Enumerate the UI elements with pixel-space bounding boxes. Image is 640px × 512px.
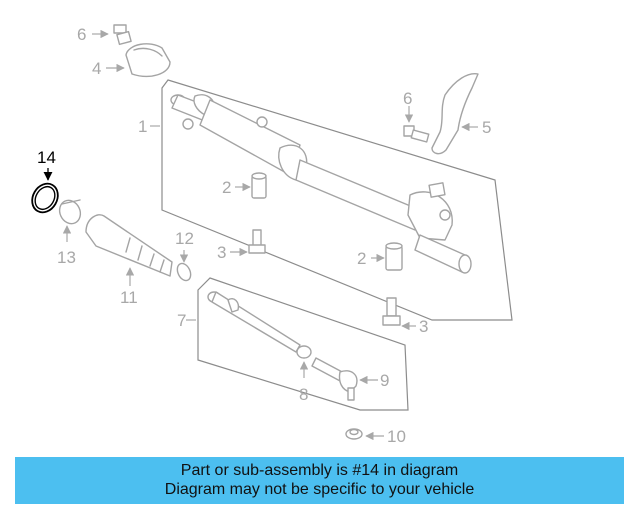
tie-rod-frame [197, 277, 409, 411]
callout-6-right: 6 [403, 89, 412, 108]
bracket-5 [431, 73, 479, 155]
callout-10: 10 [387, 427, 406, 446]
callout-3-right: 3 [419, 317, 428, 336]
callout-14: 14 [37, 148, 56, 167]
steering-rack-1 [170, 94, 472, 274]
boot-11 [85, 214, 173, 277]
banner-line-1: Part or sub-assembly is #14 in diagram [180, 462, 459, 479]
callout-12: 12 [175, 229, 194, 248]
info-banner: Part or sub-assembly is #14 in diagram D… [15, 457, 624, 504]
ring-seal-14 [31, 182, 59, 214]
parts-diagram: 6 4 1 6 5 2 2 3 3 7 8 9 10 11 12 13 14 [31, 24, 513, 446]
banner-line-2: Diagram may not be specific to your vehi… [164, 481, 475, 498]
inner-tie-rod-7 [207, 291, 301, 353]
tie-rod-end-9 [311, 357, 358, 401]
clamp-13 [58, 199, 82, 225]
callout-2-left: 2 [222, 178, 231, 197]
callout-4: 4 [92, 59, 101, 78]
bushing-2-left [251, 172, 267, 199]
clamp-12 [176, 262, 192, 282]
callout-1: 1 [138, 117, 147, 136]
callout-8: 8 [299, 385, 308, 404]
callout-9: 9 [380, 371, 389, 390]
callout-3-left: 3 [217, 243, 226, 262]
bolt-3-left [248, 229, 266, 254]
bushing-2-right [385, 242, 403, 271]
mount-clamp-4 [125, 43, 171, 78]
bolt-6-right [403, 125, 430, 143]
callout-13: 13 [57, 248, 76, 267]
callout-6-top: 6 [77, 25, 86, 44]
nut-10 [345, 428, 363, 440]
nut-8 [296, 345, 312, 359]
callout-11: 11 [120, 288, 138, 307]
bolt-3-right [382, 297, 401, 326]
bolt-6-top [113, 24, 132, 46]
callout-5: 5 [482, 118, 491, 137]
callout-2-right: 2 [357, 249, 366, 268]
callout-7: 7 [177, 311, 186, 330]
steering-gear-frame [161, 79, 513, 321]
